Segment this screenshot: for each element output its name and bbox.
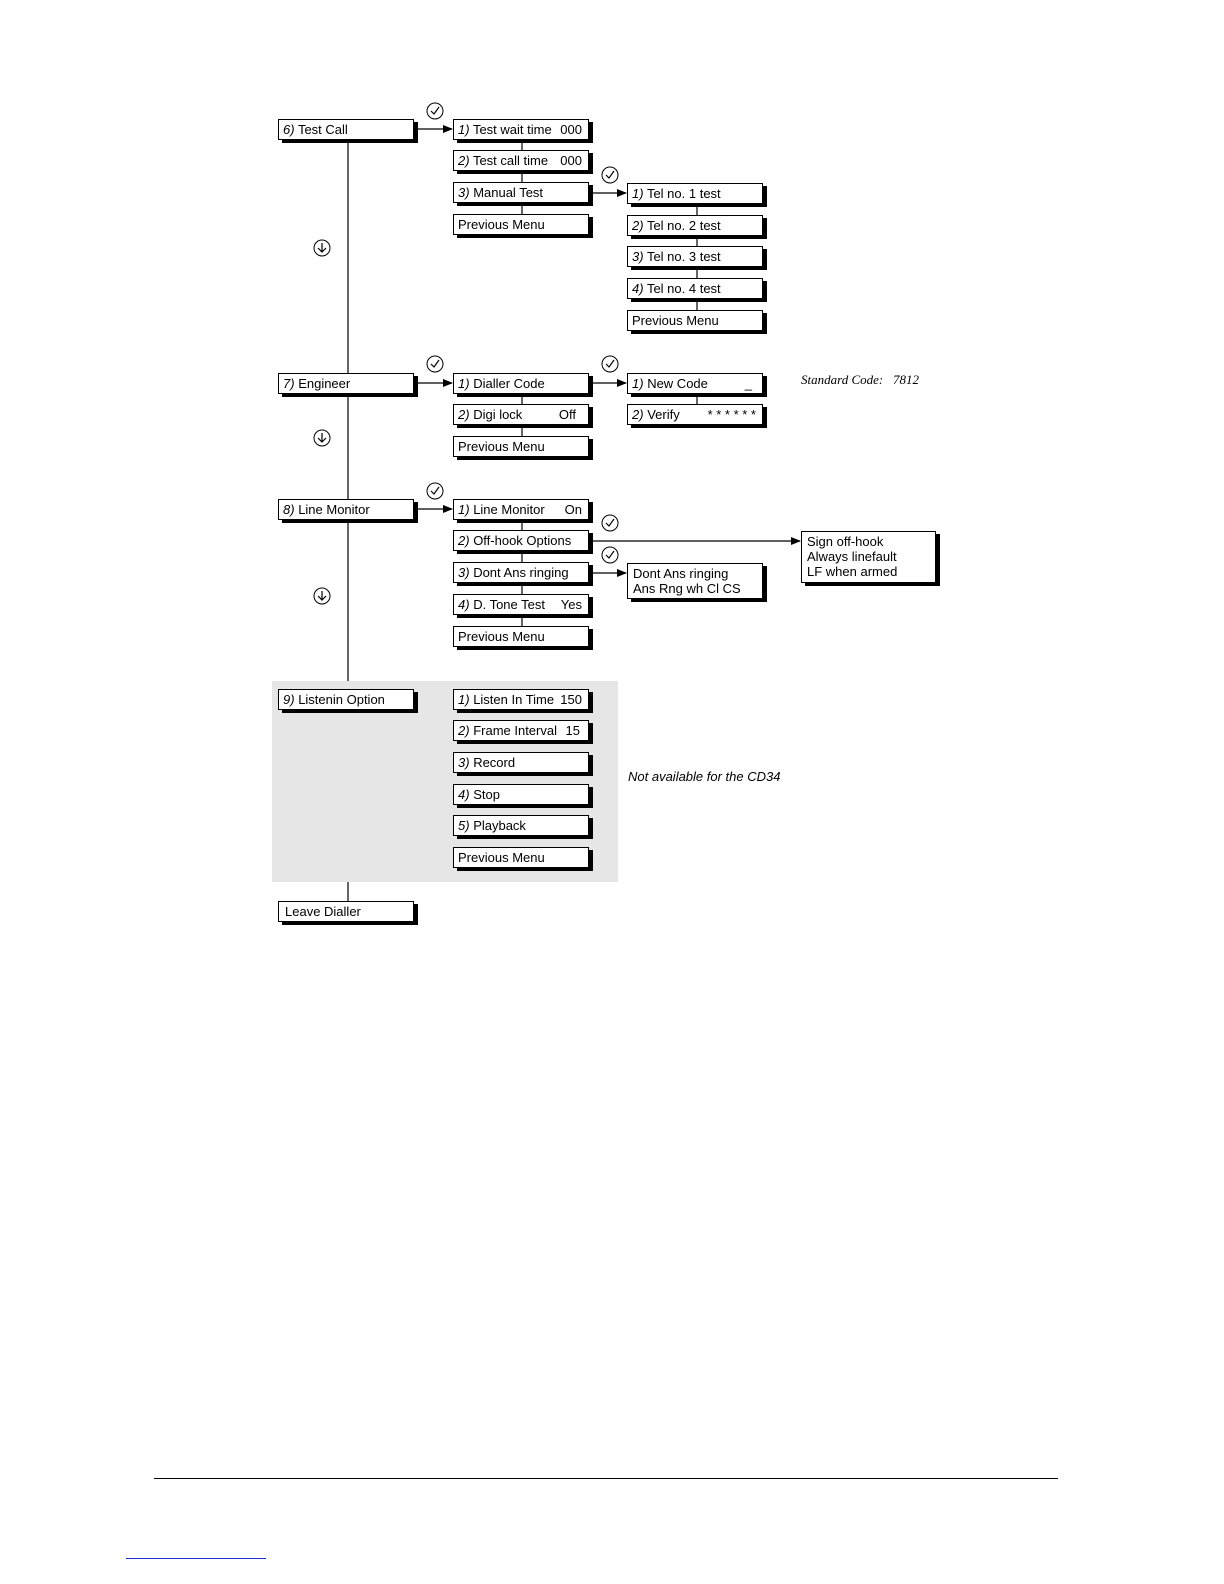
page-rule bbox=[154, 1478, 1058, 1479]
down-arrow-circle-icon bbox=[313, 429, 331, 447]
manual-test-item[interactable]: 3) Manual Test bbox=[453, 182, 589, 203]
playback-item[interactable]: 5) Playback bbox=[453, 815, 589, 836]
stop-item[interactable]: 4) Stop bbox=[453, 784, 589, 805]
menu-leave-dialler[interactable]: Leave Dialler bbox=[278, 901, 414, 922]
ringing-options-list[interactable]: Dont Ans ringing Ans Rng wh Cl CS bbox=[627, 563, 763, 599]
check-circle-icon bbox=[601, 355, 619, 373]
dialler-code-item[interactable]: 1) Dialler Code bbox=[453, 373, 589, 394]
standard-code-note: Standard Code: 7812 bbox=[801, 372, 919, 387]
check-circle-icon bbox=[601, 546, 619, 564]
tel-1-test-item[interactable]: 1) Tel no. 1 test bbox=[627, 183, 763, 204]
engineer-previous-menu[interactable]: Previous Menu bbox=[453, 436, 589, 457]
tel-3-test-item[interactable]: 3) Tel no. 3 test bbox=[627, 246, 763, 267]
new-code-item[interactable]: 1) New Code_ bbox=[627, 373, 763, 394]
record-item[interactable]: 3) Record bbox=[453, 752, 589, 773]
check-circle-icon bbox=[426, 102, 444, 120]
test-call-previous-menu[interactable]: Previous Menu bbox=[453, 214, 589, 235]
menu-test-call[interactable]: 6) Test Call bbox=[278, 119, 414, 140]
off-hook-option: LF when armed bbox=[807, 564, 898, 579]
manual-test-previous-menu[interactable]: Previous Menu bbox=[627, 310, 763, 331]
down-arrow-circle-icon bbox=[313, 239, 331, 257]
menu-listenin-option[interactable]: 9) Listenin Option bbox=[278, 689, 414, 710]
tel-4-test-item[interactable]: 4) Tel no. 4 test bbox=[627, 278, 763, 299]
verify-code-item[interactable]: 2) Verify* * * * * * bbox=[627, 404, 763, 425]
check-circle-icon bbox=[601, 166, 619, 184]
off-hook-option: Always linefault bbox=[807, 549, 897, 564]
check-circle-icon bbox=[426, 482, 444, 500]
menu-engineer[interactable]: 7) Engineer bbox=[278, 373, 414, 394]
listenin-previous-menu[interactable]: Previous Menu bbox=[453, 847, 589, 868]
ringing-option: Dont Ans ringing bbox=[633, 566, 729, 581]
not-available-note: Not available for the CD34 bbox=[628, 769, 781, 784]
dont-ans-ringing-item[interactable]: 3) Dont Ans ringing bbox=[453, 562, 589, 583]
off-hook-options-item[interactable]: 2) Off-hook Options bbox=[453, 530, 589, 551]
down-arrow-circle-icon bbox=[313, 587, 331, 605]
check-circle-icon bbox=[426, 355, 444, 373]
off-hook-option: Sign off-hook bbox=[807, 534, 884, 549]
line-monitor-previous-menu[interactable]: Previous Menu bbox=[453, 626, 589, 647]
tel-2-test-item[interactable]: 2) Tel no. 2 test bbox=[627, 215, 763, 236]
footer-link-underline bbox=[126, 1558, 266, 1559]
check-circle-icon bbox=[601, 514, 619, 532]
off-hook-options-list[interactable]: Sign off-hook Always linefault LF when a… bbox=[801, 531, 936, 583]
menu-line-monitor[interactable]: 8) Line Monitor bbox=[278, 499, 414, 520]
ringing-option: Ans Rng wh Cl CS bbox=[633, 581, 741, 596]
